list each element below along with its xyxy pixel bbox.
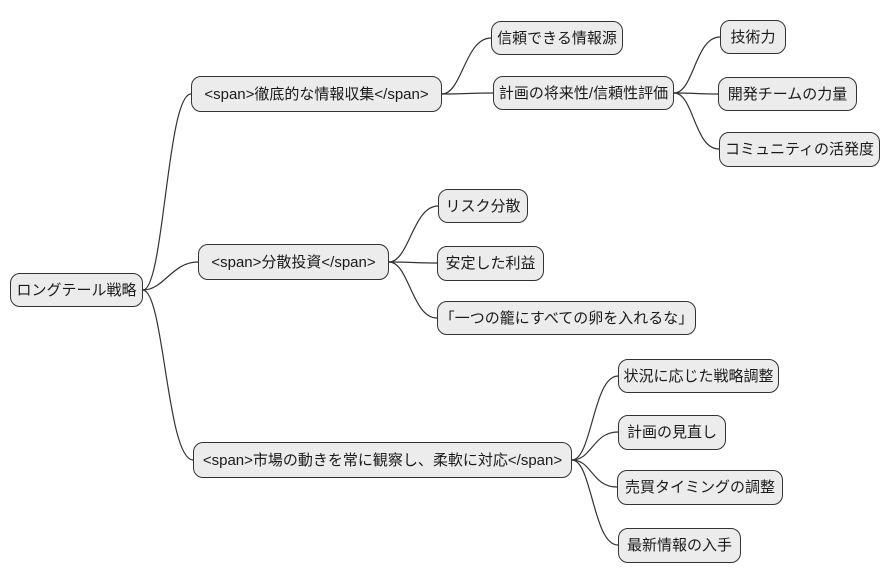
- edge-child2-grand3: [673, 92, 720, 150]
- edge-branch1-child2: [441, 92, 494, 95]
- edge-branch2-child1: [388, 205, 439, 263]
- node-latest-information: 最新情報の入手: [618, 528, 741, 563]
- node-risk-diversification: リスク分散: [438, 189, 528, 223]
- node-eggs-one-basket: 「一つの籠にすべての卵を入れるな」: [437, 301, 696, 335]
- edge-root-branch1: [142, 93, 192, 291]
- node-plan-review: 計画の見直し: [618, 415, 726, 450]
- edge-root-branch3: [142, 289, 194, 461]
- node-strategy-adjustment: 状況に応じた戦略調整: [618, 359, 779, 393]
- node-branch-diversified-investment: <span>分散投資</span>: [198, 244, 389, 280]
- edge-branch3-child3: [571, 459, 618, 488]
- edge-child2-grand1: [673, 36, 721, 94]
- node-branch-information-gathering: <span>徹底的な情報収集</span>: [191, 76, 442, 112]
- edge-branch3-child4: [571, 459, 619, 546]
- edge-branch1-child1: [441, 37, 492, 95]
- node-reliable-sources: 信頼できる情報源: [491, 21, 623, 55]
- edge-child2-grand2: [673, 92, 719, 95]
- node-technical-capability: 技術力: [720, 20, 786, 54]
- node-community-activity: コミュニティの活発度: [719, 132, 880, 167]
- node-dev-team-capability: 開発チームの力量: [718, 77, 857, 111]
- node-trade-timing-adjustment: 売買タイミングの調整: [617, 470, 783, 505]
- edge-branch3-child2: [571, 431, 619, 461]
- edge-root-branch2: [142, 261, 199, 291]
- node-root: ロングテール戦略: [10, 273, 143, 307]
- edge-branch2-child2: [388, 261, 438, 264]
- edge-branch3-child1: [571, 375, 619, 461]
- node-plan-evaluation: 計画の将来性/信頼性評価: [493, 76, 674, 110]
- edge-branch2-child3: [388, 261, 438, 319]
- node-stable-profit: 安定した利益: [437, 246, 544, 281]
- node-branch-market-observation: <span>市場の動きを常に観察し、柔軟に対応</span>: [193, 442, 572, 478]
